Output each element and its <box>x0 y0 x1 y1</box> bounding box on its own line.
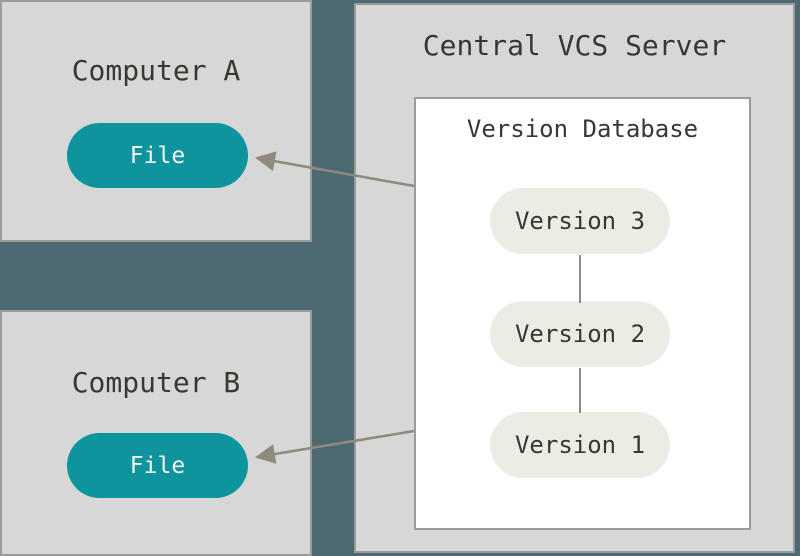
version-1-label: Version 1 <box>514 431 646 459</box>
version-database-box: Version Database Version 3 Version 2 Ver… <box>414 97 751 530</box>
version-3-label: Version 3 <box>514 207 646 235</box>
computer-a-file-label: File <box>129 142 186 169</box>
version-2-label: Version 2 <box>514 320 646 348</box>
version-database-title: Version Database <box>466 115 699 143</box>
computer-b-title: Computer B <box>71 366 241 399</box>
computer-a-title: Computer A <box>71 54 241 87</box>
computer-a-file-pill: File <box>67 123 248 188</box>
version-1-pill: Version 1 <box>490 412 670 478</box>
computer-b-file-pill: File <box>67 433 248 498</box>
computer-a-box: Computer A File <box>0 0 312 242</box>
version-2-pill: Version 2 <box>490 301 670 367</box>
central-vcs-server-box: Central VCS Server Version Database Vers… <box>354 3 795 553</box>
central-vcs-server-title: Central VCS Server <box>422 29 727 62</box>
computer-b-file-label: File <box>129 452 186 479</box>
computer-b-box: Computer B File <box>0 310 312 556</box>
version-3-pill: Version 3 <box>490 188 670 254</box>
